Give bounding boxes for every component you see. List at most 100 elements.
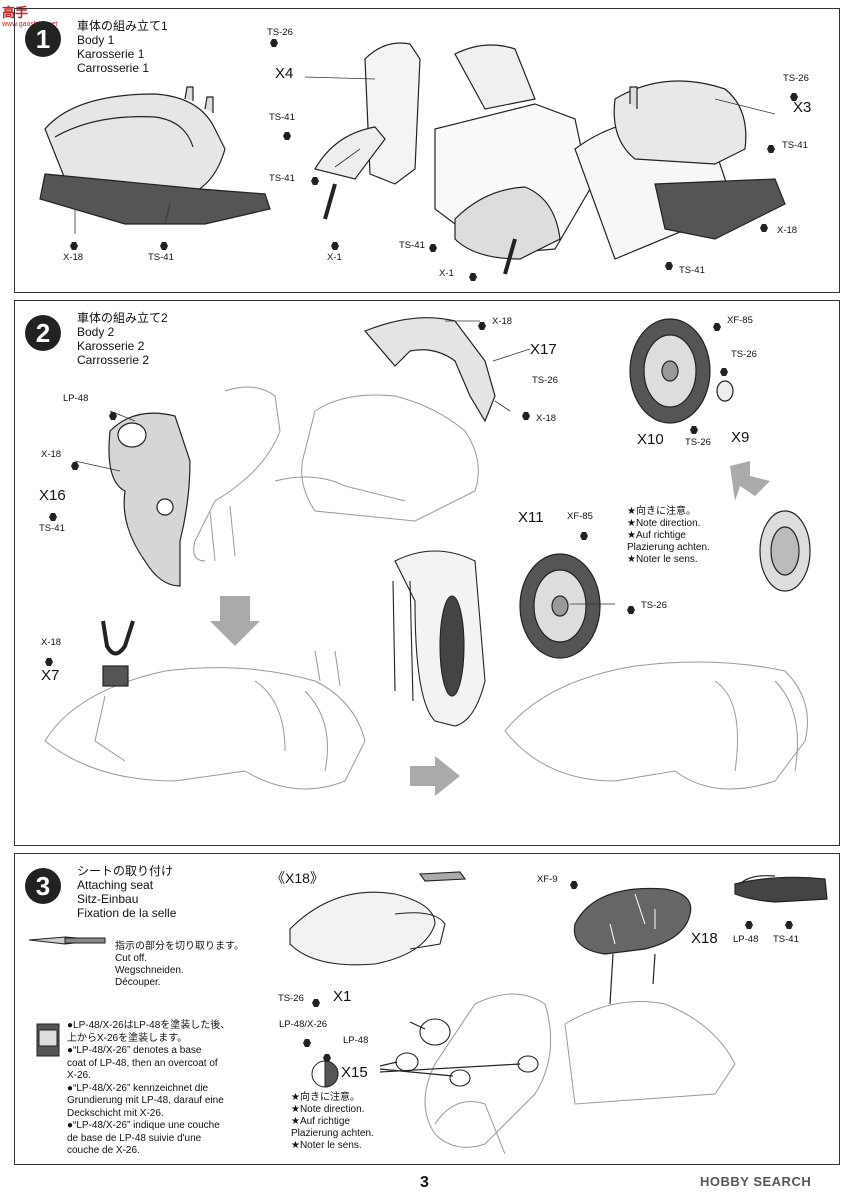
part-x17: X17	[530, 341, 557, 358]
paint-hex-icon	[522, 407, 530, 425]
paint-hex-icon	[323, 1049, 331, 1067]
paint-hex-icon	[71, 457, 79, 475]
step-3-panel: 3 シートの取り付け Attaching seat Sitz-Einbau Fi…	[14, 853, 840, 1165]
callout-x1-left: X-1	[327, 252, 342, 263]
callout-ts26-top	[270, 39, 278, 50]
paint-hex-icon	[331, 237, 339, 255]
wheel-x10	[629, 318, 734, 424]
note-line: ★向きに注意。	[291, 1092, 360, 1103]
paint-hex-icon	[109, 407, 117, 425]
front-fender-x17	[363, 317, 496, 423]
callout-ts41-right: TS-41	[773, 934, 799, 945]
callout-ts41-bottom-right: TS-41	[679, 265, 705, 276]
callout-x18-x7: X-18	[41, 637, 62, 648]
step-1-panel: 1 車体の組み立て1 Body 1 Karosserie 1 Carrosser…	[14, 8, 840, 293]
paint-note-line: Grundierung mit LP-48, darauf eine	[67, 1095, 224, 1106]
callout-ts26-top-label: TS-26	[267, 27, 293, 38]
paint-note-line: coat of LP-48, then an overcoat of	[67, 1057, 218, 1069]
step-3-titles: シートの取り付け Attaching seat Sitz-Einbau Fixa…	[77, 864, 176, 920]
paint-hex-icon	[312, 994, 320, 1012]
paint-can-icon	[36, 1023, 60, 1057]
step-3-title-en: Attaching seat	[77, 878, 154, 892]
callout-ts26-hub: TS-26	[731, 349, 757, 360]
x18-detail-heading: 《X18》	[271, 870, 324, 886]
knife-icon	[28, 936, 106, 945]
callout-lp48: LP-48	[63, 393, 89, 404]
cut-note-line: Découper.	[115, 977, 161, 988]
note-line: ★Auf richtige	[291, 1116, 350, 1127]
paint-hex-icon	[70, 237, 78, 255]
fork-assembly	[392, 550, 486, 727]
note-line: ★Noter le sens.	[291, 1140, 362, 1151]
paint-hex-icon	[767, 140, 775, 158]
callout-lp48-right: LP-48	[733, 934, 759, 945]
paint-hex-icon	[45, 653, 53, 671]
page-number: 3	[420, 1174, 429, 1191]
callout-ts41-left: TS-41	[269, 112, 295, 123]
assembly-arrows	[210, 461, 770, 796]
callout-lp48x26: LP-48/X-26	[279, 1019, 328, 1030]
step-3-title-de: Sitz-Einbau	[77, 892, 139, 906]
note-line: ★Noter le sens.	[627, 554, 698, 565]
watermark-site: www.gaoshou.net	[2, 21, 58, 28]
part-x9: X9	[731, 429, 750, 446]
step-3-illustration	[28, 871, 828, 1155]
paint-note-line: Deckschicht mit X-26.	[67, 1107, 164, 1119]
front-cover-x16	[108, 412, 191, 587]
paint-hex-icon	[720, 363, 728, 381]
paint-hex-icon	[627, 601, 635, 619]
step-3-direction-note: ★向きに注意。 ★Note direction. ★Auf richtige P…	[291, 1092, 374, 1152]
callout-ts26: TS-26	[278, 993, 304, 1004]
callout-ts41-front: TS-41	[39, 523, 65, 534]
note-line: ★Note direction.	[627, 518, 701, 529]
part-x1: X1	[333, 988, 352, 1005]
part-x11: X11	[518, 509, 544, 526]
part-x3: X3	[793, 99, 812, 116]
step-3-badge: 3	[25, 868, 61, 904]
step-1-title-de: Karosserie 1	[77, 47, 145, 61]
paint-hex-icon	[570, 876, 578, 894]
part-x10: X10	[637, 431, 664, 448]
paint-note-line: ●LP-48/X-26はLP-48を塗装した後、	[67, 1020, 231, 1031]
step-2-title-fr: Carrosserie 2	[77, 353, 150, 367]
part-x18: X18	[691, 930, 718, 947]
rear-cover-part	[39, 86, 271, 225]
callout-xf85-mid: XF-85	[567, 511, 593, 522]
scooter-bottom-right	[504, 661, 808, 790]
paint-hex-icon	[311, 172, 319, 190]
paint-hex-icon	[785, 916, 793, 934]
paint-note-line: de base de LP-48 suivie d'une	[67, 1132, 202, 1144]
paint-note-line: couche de X-26.	[67, 1145, 140, 1156]
step-2-panel: 2 車体の組み立て2 Body 2 Karosserie 2 Carrosser…	[14, 300, 840, 846]
step-1-badge: 1	[25, 21, 61, 57]
scooter-outline-step3	[424, 993, 736, 1155]
step-2-title-ja: 車体の組み立て2	[77, 311, 168, 325]
scooter-body-outline	[193, 386, 479, 562]
cut-note-line: Wegschneiden.	[115, 965, 184, 976]
step-1-illustration	[39, 42, 786, 275]
paint-hex-icon	[160, 237, 168, 255]
paint-note-line: ●“LP-48/X-26” indique une couche	[67, 1120, 220, 1131]
callout-lp48: LP-48	[343, 1035, 369, 1046]
paint-hex-icon	[713, 318, 721, 336]
paint-hex-icon	[283, 127, 291, 145]
callout-ts41-center: TS-41	[399, 240, 425, 251]
step-2-illustration	[44, 317, 811, 796]
callout-xf85-top: XF-85	[727, 315, 753, 326]
callout-x1-center: X-1	[439, 268, 454, 279]
watermark-bottom: HOBBY SEARCH	[700, 1174, 812, 1189]
note-line: ★Note direction.	[291, 1104, 365, 1115]
note-line: Plazierung achten.	[291, 1128, 374, 1139]
paint-note-line: 上からX-26を塗装します。	[67, 1032, 188, 1044]
lens-parts	[395, 1018, 539, 1087]
part-x7: X7	[41, 667, 60, 684]
step-2-titles: 車体の組み立て2 Body 2 Karosserie 2 Carrosserie…	[77, 311, 168, 367]
paint-hex-icon	[745, 916, 753, 934]
step-1-title-ja: 車体の組み立て1	[77, 19, 168, 33]
step-2-badge: 2	[25, 315, 61, 351]
paint-note-line: X-26.	[67, 1070, 91, 1081]
part-x4: X4	[275, 65, 294, 82]
callout-ts41-right: TS-41	[782, 140, 808, 151]
step-1-title-fr: Carrosserie 1	[77, 61, 150, 75]
note-line: Plazierung achten.	[627, 542, 710, 553]
